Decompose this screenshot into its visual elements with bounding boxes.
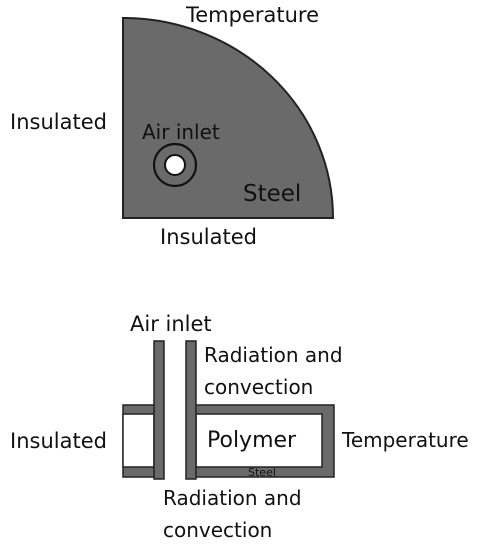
side-view-steel-label: Steel [248, 466, 276, 479]
side-view-radiation-top-line2: convection [204, 375, 313, 399]
insulated-cavity [122, 413, 155, 468]
steel-quarter-disk [122, 16, 335, 219]
top-view-insulated-bottom-label: Insulated [160, 225, 257, 249]
side-view-insulated-label: Insulated [10, 429, 107, 453]
air-inlet-hole [164, 154, 186, 176]
side-view-air-inlet-label: Air inlet [130, 312, 212, 336]
inlet-pipe-left-wall [153, 340, 165, 480]
top-view: Temperature Insulated Insulated Air inle… [10, 3, 335, 249]
side-view-radiation-bottom-line1: Radiation and [163, 486, 302, 510]
top-view-steel-label: Steel [243, 181, 301, 207]
top-view-air-inlet-label: Air inlet [142, 120, 220, 144]
side-view-polymer-label: Polymer [207, 428, 297, 453]
side-view-temperature-label: Temperature [341, 428, 469, 452]
inlet-gap [164, 400, 186, 482]
side-view-radiation-top-line1: Radiation and [204, 343, 343, 367]
inlet-pipe-right-wall [185, 340, 197, 480]
top-view-insulated-left-label: Insulated [10, 110, 107, 134]
side-view-radiation-bottom-line2: convection [163, 518, 272, 542]
polymer-region [195, 413, 323, 468]
side-view: Air inlet Radiation and convection Insul… [10, 312, 469, 542]
top-view-temperature-label: Temperature [185, 3, 319, 27]
